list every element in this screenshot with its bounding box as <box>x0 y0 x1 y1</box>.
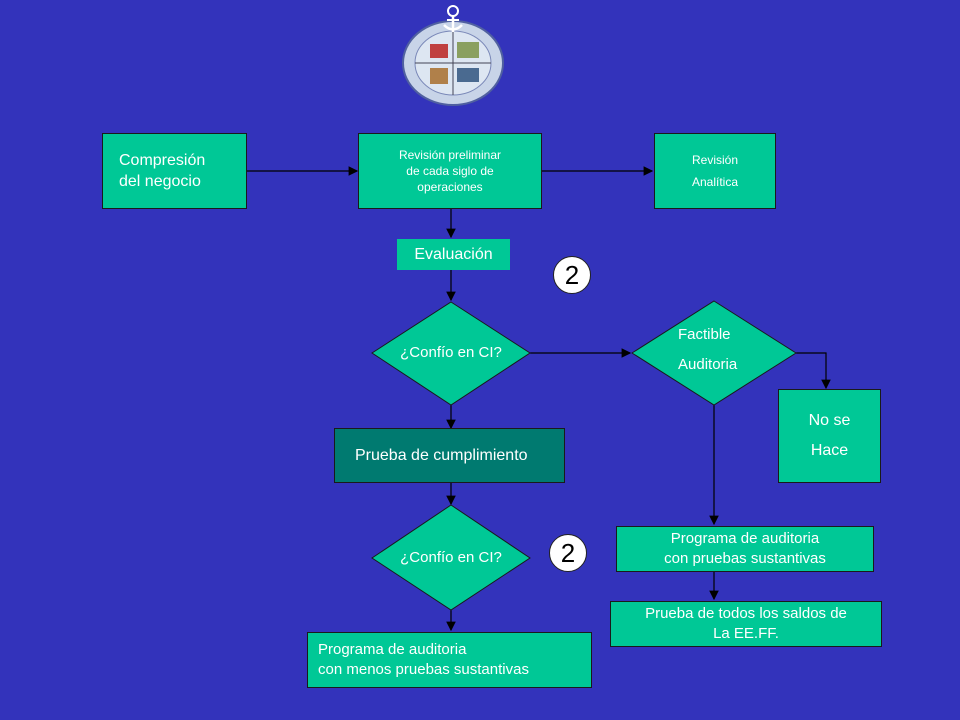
node-no-se-hace-line2: Hace <box>810 442 849 459</box>
diamond-confio-1-label: ¿Confío en CI? <box>400 344 502 361</box>
node-compresion-line2: del negocio <box>119 173 201 190</box>
node-prueba-saldos-line1: Prueba de todos los saldos de <box>645 605 847 622</box>
node-prueba-cumplimiento-label: Prueba de cumplimiento <box>355 446 528 464</box>
node-prueba-saldos-line2: La EE.FF. <box>713 625 779 642</box>
node-evaluacion-label: Evaluación <box>414 245 493 263</box>
diamond-factible-line1: Factible <box>678 326 731 343</box>
node-revision-preliminar-line2: de cada siglo de <box>406 164 494 178</box>
node-no-se-hace: No se Hace <box>778 389 881 483</box>
node-no-se-hace-line1: No se <box>808 412 851 429</box>
diamond-confio-1 <box>371 301 531 406</box>
node-revision-analitica: Revisión Analítica <box>654 133 776 209</box>
diamond-confio-2-label: ¿Confío en CI? <box>400 549 502 566</box>
node-revision-preliminar-line1: Revisión preliminar <box>398 148 502 162</box>
arrow-factible-to-nosehace <box>796 352 831 390</box>
node-revision-preliminar-line3: operaciones <box>417 180 483 194</box>
diamond-factible <box>631 300 797 406</box>
node-revision-analitica-line2: Analítica <box>691 175 739 189</box>
node-programa-sustantivas: Programa de auditoria con pruebas sustan… <box>616 526 874 572</box>
node-programa-sustantivas-line2: con pruebas sustantivas <box>664 550 826 567</box>
diamond-confio-2 <box>371 504 531 611</box>
step-badge-1: 2 <box>553 256 591 294</box>
node-revision-preliminar: Revisión preliminar de cada siglo de ope… <box>358 133 542 209</box>
anchor-seal-icon <box>402 5 504 106</box>
node-compresion-line1: Compresión <box>119 152 206 169</box>
node-programa-menos-line2: con menos pruebas sustantivas <box>318 661 529 678</box>
node-programa-sustantivas-line1: Programa de auditoria <box>670 530 820 547</box>
node-programa-menos-line1: Programa de auditoria <box>318 641 467 658</box>
node-programa-menos: Programa de auditoria con menos pruebas … <box>307 632 592 688</box>
node-prueba-cumplimiento: Prueba de cumplimiento <box>334 428 565 483</box>
diamond-factible-line2: Auditoria <box>678 356 738 373</box>
node-compresion: Compresión del negocio <box>102 133 247 209</box>
node-evaluacion: Evaluación <box>397 239 510 270</box>
step-badge-2: 2 <box>549 534 587 572</box>
diamond-factible-label: Factible Auditoria <box>650 320 770 380</box>
node-revision-analitica-line1: Revisión <box>691 153 739 167</box>
node-prueba-saldos: Prueba de todos los saldos de La EE.FF. <box>610 601 882 647</box>
